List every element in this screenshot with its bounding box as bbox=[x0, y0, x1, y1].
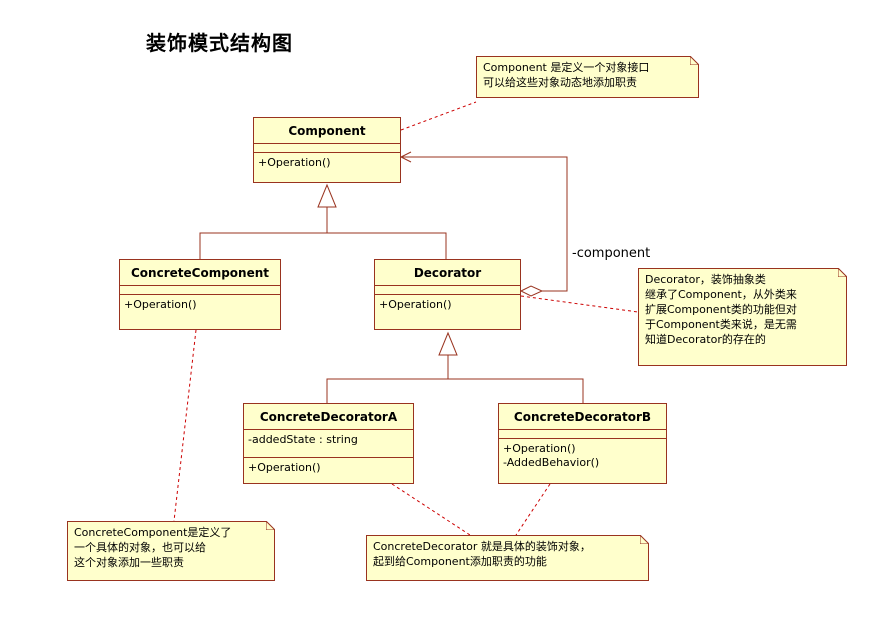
aggregation-line bbox=[402, 156, 568, 292]
note-line: 起到给Component添加职责的功能 bbox=[373, 555, 547, 568]
note-anchor-decorator-a bbox=[391, 483, 471, 536]
class-name: ConcreteDecoratorB bbox=[499, 404, 666, 430]
note-anchor-component bbox=[400, 101, 477, 131]
note-line: 知道Decorator的存在的 bbox=[645, 333, 766, 346]
association-role-label: -component bbox=[572, 246, 651, 261]
class-name: ConcreteComponent bbox=[120, 260, 280, 286]
class-attributes bbox=[120, 286, 280, 295]
class-component[interactable]: Component +Operation() bbox=[253, 117, 401, 183]
class-operations: +Operation() bbox=[254, 153, 400, 173]
note-line: ConcreteDecorator 就是具体的装饰对象， bbox=[373, 540, 591, 553]
operation: +Operation() bbox=[503, 442, 576, 455]
class-attributes bbox=[254, 144, 400, 153]
class-operations: +Operation() bbox=[120, 295, 280, 315]
attribute: -addedState : string bbox=[248, 433, 358, 446]
note-line: Component 是定义一个对象接口 bbox=[483, 61, 650, 74]
note-anchor-decorator-b bbox=[515, 483, 551, 536]
operation: -AddedBehavior() bbox=[503, 456, 600, 469]
class-name: Component bbox=[254, 118, 400, 144]
note-line: 继承了Component，从外类来 bbox=[645, 288, 797, 301]
operation: +Operation() bbox=[124, 298, 197, 311]
note-decorator[interactable]: Decorator，装饰抽象类 继承了Component，从外类来 扩展Comp… bbox=[638, 268, 847, 366]
class-attributes bbox=[375, 286, 520, 295]
aggregation-arrowhead bbox=[399, 151, 412, 163]
note-fold-corner bbox=[640, 535, 649, 544]
note-component[interactable]: Component 是定义一个对象接口 可以给这些对象动态地添加职责 bbox=[476, 56, 699, 98]
class-operations: +Operation() -AddedBehavior() bbox=[499, 439, 666, 473]
note-anchor-concrete-component bbox=[173, 329, 197, 522]
note-fold-corner bbox=[266, 521, 275, 530]
note-line: 这个对象添加一些职责 bbox=[74, 556, 184, 569]
class-name: Decorator bbox=[375, 260, 520, 286]
diagram-title: 装饰模式结构图 bbox=[146, 31, 293, 55]
class-name: ConcreteDecoratorA bbox=[244, 404, 413, 430]
class-concrete-decorator-a[interactable]: ConcreteDecoratorA -addedState : string … bbox=[243, 403, 414, 484]
note-concrete-decorator[interactable]: ConcreteDecorator 就是具体的装饰对象， 起到给Componen… bbox=[366, 535, 649, 581]
note-anchor-decorator bbox=[520, 295, 639, 313]
note-line: ConcreteComponent是定义了 bbox=[74, 526, 232, 539]
class-attributes bbox=[499, 430, 666, 439]
operation: +Operation() bbox=[379, 298, 452, 311]
note-line: 扩展Component类的功能但对 bbox=[645, 303, 797, 316]
note-line: 可以给这些对象动态地添加职责 bbox=[483, 76, 637, 89]
aggregation-diamond bbox=[519, 285, 544, 297]
inheritance-line-decorator bbox=[326, 378, 584, 403]
operation: +Operation() bbox=[248, 461, 321, 474]
note-line: 一个具体的对象，也可以给 bbox=[74, 541, 206, 554]
note-concrete-component[interactable]: ConcreteComponent是定义了 一个具体的对象，也可以给 这个对象添… bbox=[67, 521, 275, 581]
class-attributes: -addedState : string bbox=[244, 430, 413, 458]
class-operations: +Operation() bbox=[244, 458, 413, 478]
note-line: 于Component类来说，是无需 bbox=[645, 318, 797, 331]
inheritance-triangle-decorator bbox=[438, 331, 458, 356]
note-fold-corner bbox=[838, 268, 847, 277]
operation: +Operation() bbox=[258, 156, 331, 169]
class-concrete-decorator-b[interactable]: ConcreteDecoratorB +Operation() -AddedBe… bbox=[498, 403, 667, 484]
class-decorator[interactable]: Decorator +Operation() bbox=[374, 259, 521, 330]
class-operations: +Operation() bbox=[375, 295, 520, 315]
inheritance-triangle-component bbox=[317, 183, 337, 208]
inheritance-line-component bbox=[199, 232, 447, 259]
note-fold-corner bbox=[690, 56, 699, 65]
note-line: Decorator，装饰抽象类 bbox=[645, 273, 766, 286]
class-concrete-component[interactable]: ConcreteComponent +Operation() bbox=[119, 259, 281, 330]
